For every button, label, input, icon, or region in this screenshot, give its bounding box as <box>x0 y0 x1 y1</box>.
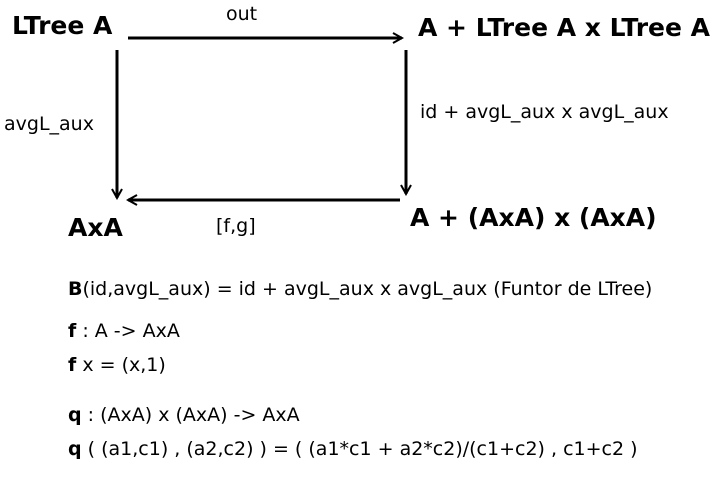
node-sum-ltree: A + LTree A x LTree A <box>418 13 711 42</box>
q-type-signature: q : (AxA) x (AxA) -> AxA <box>68 404 300 426</box>
f-symbol: f <box>68 354 77 376</box>
functor-symbol: B <box>68 278 83 300</box>
f-type-text: : A -> AxA <box>76 320 180 342</box>
q-def-text: ( (a1,c1) , (a2,c2) ) = ( (a1*c1 + a2*c2… <box>81 438 638 460</box>
label-avgl-aux: avgL_aux <box>4 113 94 135</box>
node-axa: AxA <box>68 213 123 242</box>
q-definition: q ( (a1,c1) , (a2,c2) ) = ( (a1*c1 + a2*… <box>68 438 638 460</box>
label-out: out <box>226 3 257 25</box>
label-fg: [f,g] <box>216 215 256 237</box>
q-symbol: q <box>68 404 82 426</box>
commutative-diagram: LTree A A + LTree A x LTree A A + (AxA) … <box>4 3 711 242</box>
label-right-functor: id + avgL_aux x avgL_aux <box>420 101 669 123</box>
functor-definition: B(id,avgL_aux) = id + avgL_aux x avgL_au… <box>68 278 652 300</box>
q-symbol: q <box>68 438 82 460</box>
node-sum-pair: A + (AxA) x (AxA) <box>410 203 657 232</box>
f-symbol: f <box>68 320 77 342</box>
f-def-text: x = (x,1) <box>76 354 166 376</box>
functor-text: (id,avgL_aux) = id + avgL_aux x avgL_aux… <box>82 278 653 300</box>
f-type-signature: f : A -> AxA <box>68 320 180 342</box>
f-definition: f x = (x,1) <box>68 354 166 376</box>
q-type-text: : (AxA) x (AxA) -> AxA <box>81 404 300 426</box>
node-ltree-a: LTree A <box>12 11 113 40</box>
